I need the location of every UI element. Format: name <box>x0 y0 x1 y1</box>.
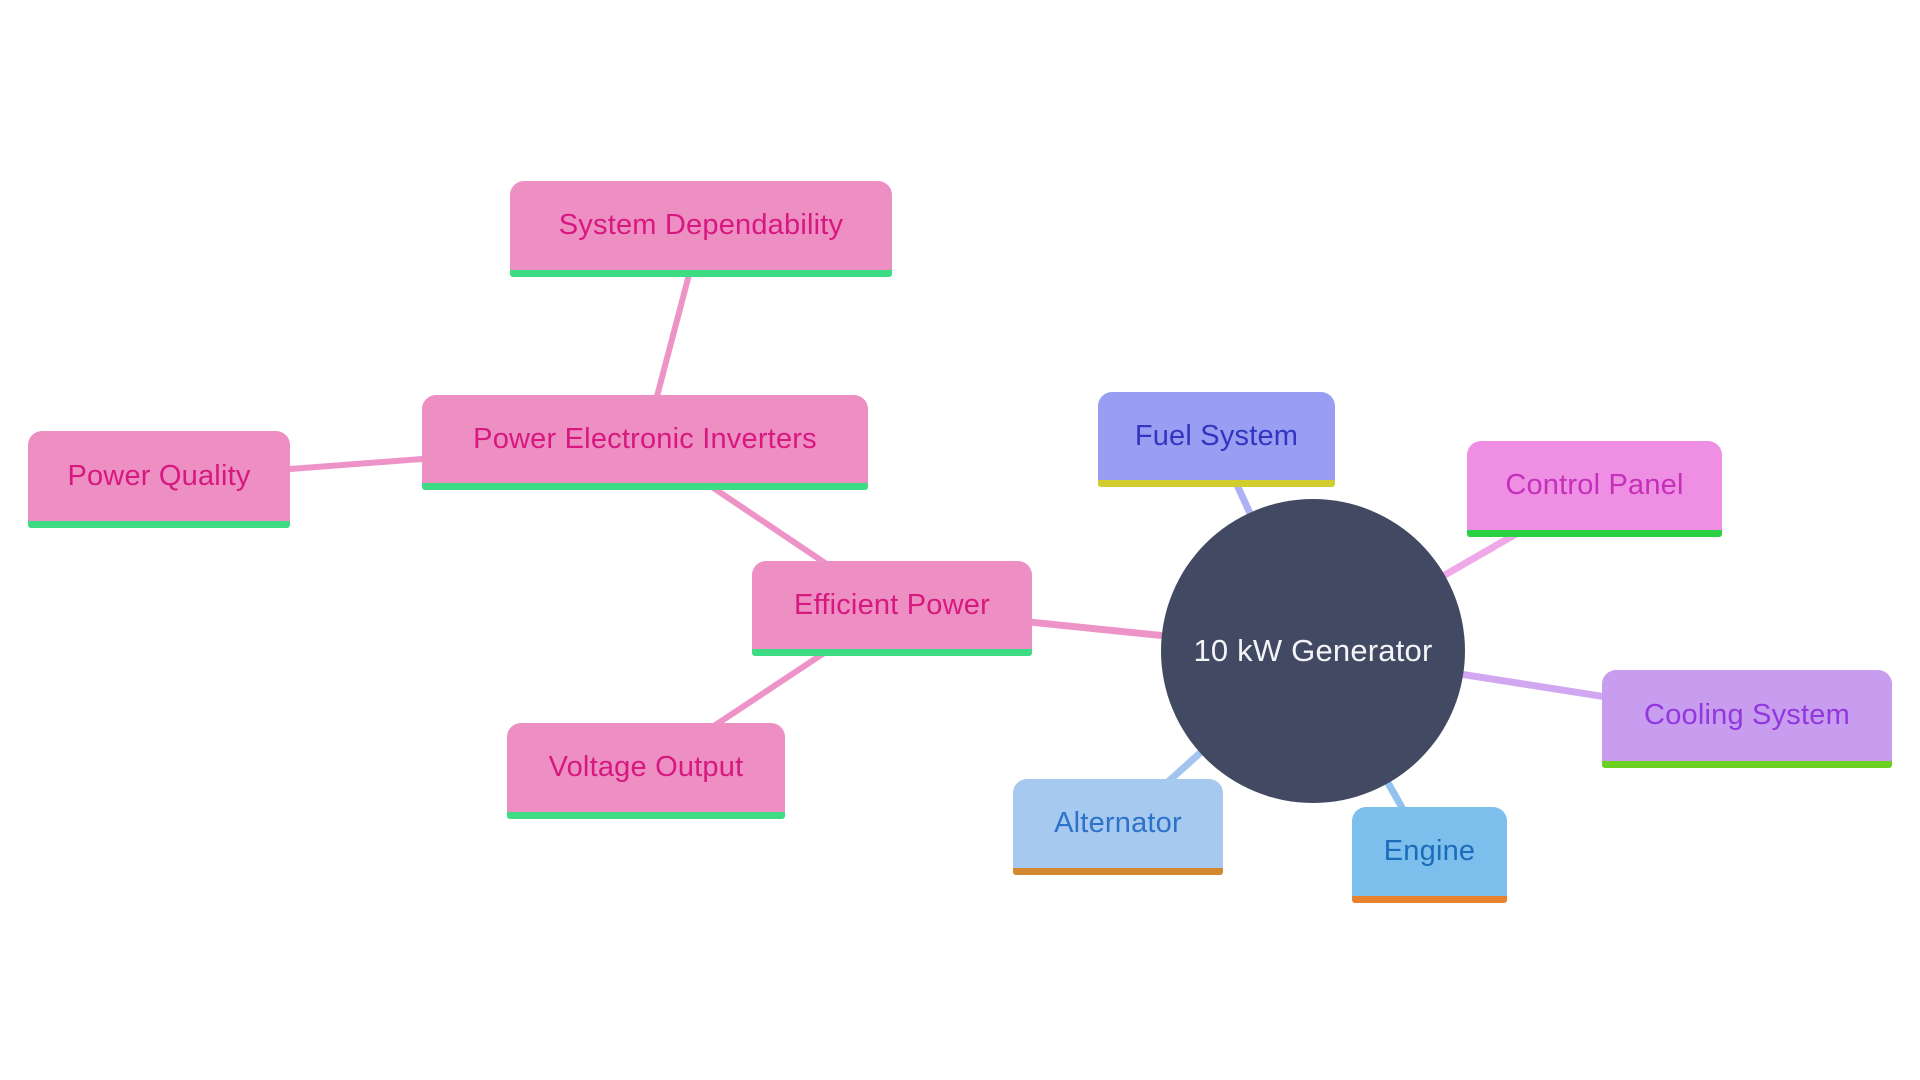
node-label: Alternator <box>1054 807 1182 839</box>
center-node-label: 10 kW Generator <box>1193 633 1433 668</box>
node-engine: Engine <box>1352 807 1507 903</box>
node-label: Control Panel <box>1505 469 1684 501</box>
node-alternator: Alternator <box>1013 779 1223 875</box>
node-power-quality: Power Quality <box>28 431 290 528</box>
node-label: Efficient Power <box>794 588 990 621</box>
node-efficient-power: Efficient Power <box>752 561 1032 656</box>
node-center-generator: 10 kW Generator <box>1161 499 1465 803</box>
node-label: Cooling System <box>1644 699 1850 731</box>
node-label: Power Quality <box>67 459 251 492</box>
node-cooling-system: Cooling System <box>1602 670 1892 768</box>
node-label: Fuel System <box>1134 419 1299 452</box>
node-fuel-system: Fuel System <box>1098 392 1335 487</box>
node-label: Engine <box>1383 835 1476 867</box>
node-system-dependability: System Dependability <box>510 181 892 277</box>
node-label: Voltage Output <box>548 751 744 783</box>
node-label: System Dependability <box>558 209 844 241</box>
node-control-panel: Control Panel <box>1467 441 1722 537</box>
node-label: Power Electronic Inverters <box>473 422 817 455</box>
node-power-electronic-inverters: Power Electronic Inverters <box>422 395 868 490</box>
node-voltage-output: Voltage Output <box>507 723 785 819</box>
